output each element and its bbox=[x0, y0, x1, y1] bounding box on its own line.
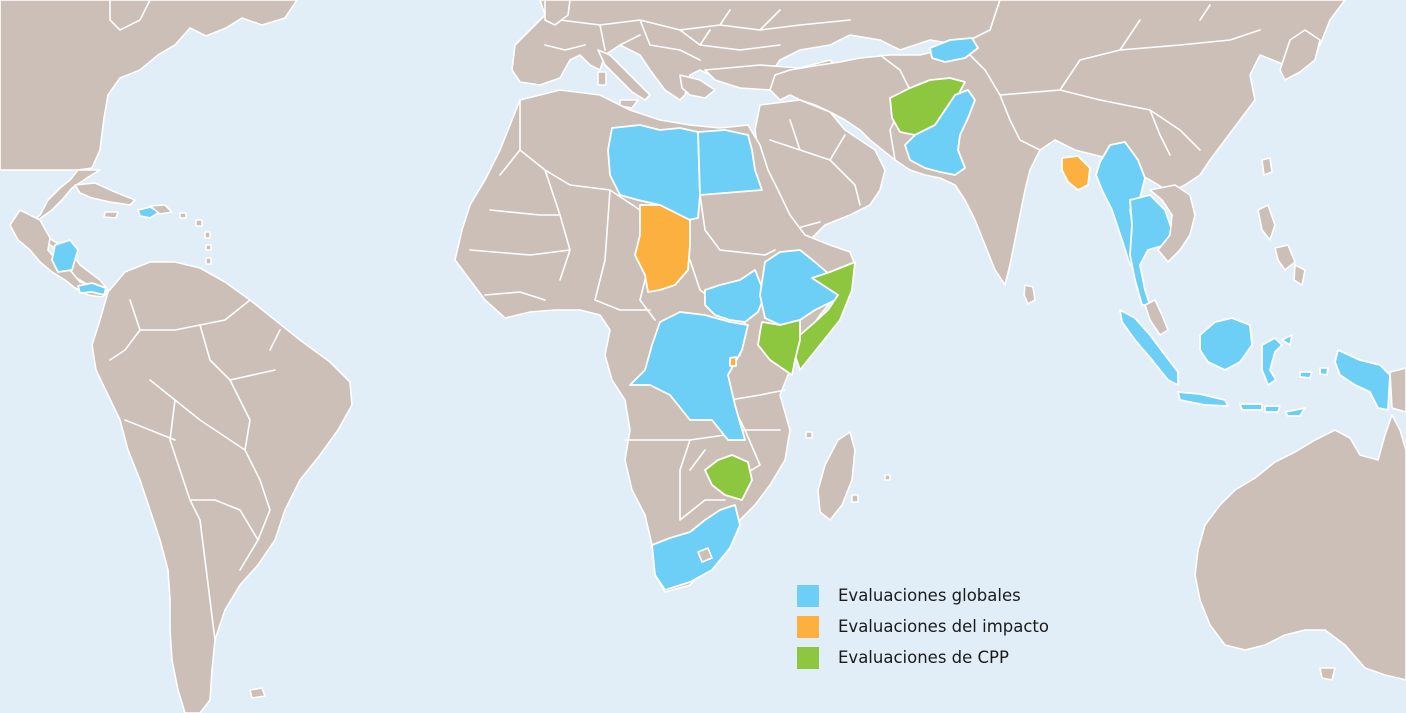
legend-label-cpp: Evaluaciones de CPP bbox=[838, 648, 1009, 667]
country-honduras bbox=[51, 239, 79, 273]
legend-item-global: Evaluaciones globales bbox=[797, 580, 1049, 611]
country-car-sudan bbox=[704, 269, 766, 323]
legend-swatch-impact bbox=[797, 615, 819, 638]
land-north-america bbox=[0, 0, 298, 293]
country-dr-congo bbox=[629, 311, 749, 441]
country-sulawesi bbox=[1261, 334, 1293, 386]
borders-arabia bbox=[769, 119, 861, 231]
country-libya bbox=[607, 124, 701, 221]
land-europe bbox=[511, 0, 1001, 101]
country-somalia bbox=[794, 261, 856, 371]
land-australia bbox=[1194, 414, 1406, 681]
country-kenya bbox=[757, 319, 801, 376]
country-papua bbox=[1334, 349, 1391, 411]
country-south-africa bbox=[651, 504, 741, 591]
country-burundi bbox=[729, 356, 737, 367]
land-sicily bbox=[619, 99, 639, 109]
land-madagascar bbox=[817, 431, 856, 521]
country-thailand bbox=[1129, 194, 1173, 306]
legend-swatch-global bbox=[797, 584, 819, 607]
legend-item-impact: Evaluaciones del impacto bbox=[797, 611, 1049, 642]
land-malaysia bbox=[1144, 299, 1169, 336]
land-britain bbox=[544, 0, 571, 26]
land-italy bbox=[597, 49, 651, 101]
country-pakistan bbox=[904, 89, 976, 176]
country-zimbabwe bbox=[704, 454, 753, 501]
land-south-america bbox=[91, 261, 353, 713]
country-chad bbox=[634, 204, 691, 293]
land-comoros bbox=[805, 431, 891, 503]
country-moluccas bbox=[1299, 367, 1329, 379]
borders-europe bbox=[544, 9, 851, 61]
land-central-america bbox=[9, 209, 109, 298]
land-asia bbox=[769, 0, 1346, 286]
land-greenland-coast bbox=[109, 0, 151, 31]
country-panama bbox=[77, 282, 107, 296]
land-cuba bbox=[74, 182, 136, 206]
land-lesotho bbox=[697, 547, 713, 563]
legend-swatch-cpp bbox=[797, 646, 819, 669]
country-sumatra bbox=[1119, 309, 1179, 386]
country-bangladesh bbox=[1061, 155, 1091, 191]
country-java bbox=[1177, 391, 1306, 417]
land-sardinia bbox=[597, 71, 607, 86]
land-taiwan bbox=[1261, 157, 1273, 176]
land-sri-lanka bbox=[1023, 284, 1036, 305]
land-jamaica bbox=[103, 211, 119, 219]
land-antilles bbox=[179, 212, 212, 265]
country-borneo bbox=[1199, 317, 1253, 371]
country-egypt bbox=[697, 129, 763, 196]
land-dominican bbox=[149, 204, 173, 215]
legend-item-cpp: Evaluaciones de CPP bbox=[797, 642, 1049, 673]
land-falklands bbox=[249, 687, 266, 699]
map-legend: Evaluaciones globales Evaluaciones del i… bbox=[797, 580, 1049, 673]
land-tasmania bbox=[1319, 667, 1336, 681]
land-japan bbox=[1279, 29, 1321, 81]
land-philippines bbox=[1257, 204, 1306, 286]
country-kyrgyzstan bbox=[929, 37, 979, 63]
land-indochina bbox=[1149, 184, 1196, 263]
borders-south-america bbox=[109, 299, 281, 641]
borders-africa bbox=[469, 99, 786, 521]
land-png bbox=[1389, 367, 1406, 413]
legend-label-global: Evaluaciones globales bbox=[838, 586, 1021, 605]
legend-label-impact: Evaluaciones del impacto bbox=[838, 617, 1049, 636]
